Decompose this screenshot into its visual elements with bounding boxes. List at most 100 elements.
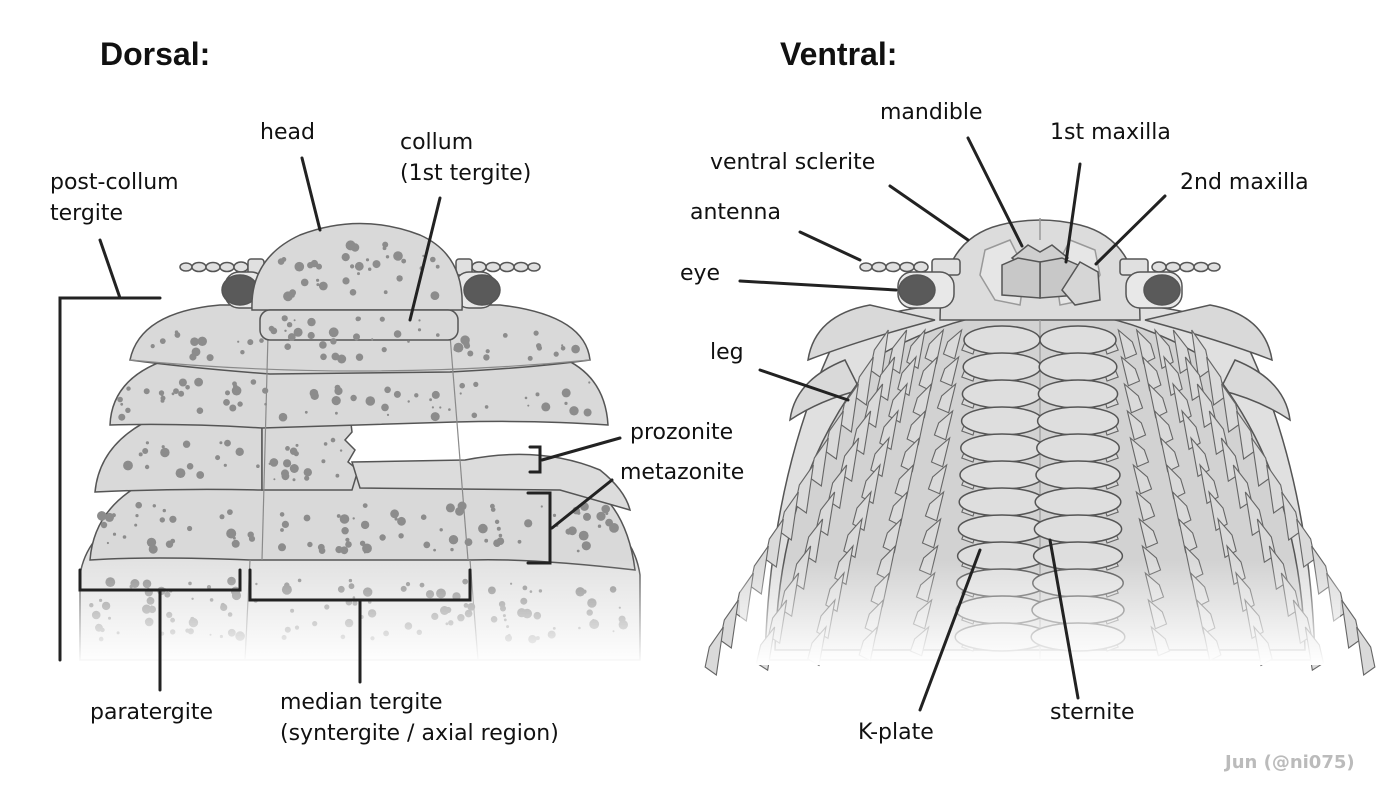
k-plate [1037, 379, 1119, 409]
label-median-tergite-sub: (syntergite / axial region) [280, 721, 559, 746]
speckle [290, 293, 295, 298]
speckle [269, 458, 279, 467]
leg-segment [1154, 328, 1174, 370]
speckle [281, 472, 290, 481]
speckle [170, 538, 176, 544]
speckle [561, 388, 571, 398]
speckle [386, 413, 390, 416]
speckle [135, 501, 142, 509]
leg-segment [1341, 599, 1361, 649]
bracket-post-collum [58, 296, 162, 662]
k-plate [957, 514, 1047, 544]
speckle [247, 531, 254, 538]
speckle [331, 396, 341, 406]
speckle [126, 386, 131, 391]
leg-segment [942, 328, 963, 360]
speckle [502, 333, 508, 338]
speckle [186, 463, 194, 470]
speckle [277, 258, 285, 265]
speckle [371, 338, 374, 341]
speckle [381, 347, 387, 353]
speckle [185, 385, 190, 390]
speckle [285, 446, 290, 451]
speckle [100, 521, 108, 529]
speckle [293, 327, 303, 337]
leg-segment [1147, 382, 1168, 419]
speckle [295, 443, 299, 447]
speckle [138, 452, 143, 457]
k-plate [1036, 406, 1120, 436]
speckle [270, 327, 278, 335]
speckle [429, 398, 432, 402]
ventral-paratergite-right-2 [1218, 359, 1291, 422]
speckle [407, 340, 410, 343]
speckle [560, 346, 566, 351]
speckle [206, 354, 214, 362]
k-plate [960, 433, 1044, 463]
label-post-collum: post-collum [50, 170, 179, 195]
speckle [430, 412, 440, 422]
speckle [231, 385, 242, 396]
speckle [422, 254, 425, 257]
speckle [596, 511, 606, 521]
speckle [196, 471, 205, 479]
speckle [368, 267, 372, 271]
speckle [330, 338, 337, 345]
speckle [484, 538, 489, 543]
speckle [350, 243, 360, 252]
speckle [331, 352, 340, 361]
speckle [118, 413, 126, 421]
speckle [284, 329, 287, 332]
speckle [379, 316, 385, 322]
speckle [362, 543, 372, 554]
label-head: head [260, 120, 315, 145]
speckle [336, 514, 341, 518]
speckle [160, 447, 170, 458]
speckle [310, 391, 319, 400]
speckle [304, 475, 310, 481]
speckle [463, 342, 471, 349]
speckle [337, 354, 347, 364]
speckle [396, 275, 403, 282]
leg-segment [1177, 517, 1198, 554]
speckle [178, 390, 185, 397]
speckle [223, 463, 227, 467]
speckle [339, 514, 350, 524]
leader-k-plate [918, 548, 982, 712]
speckle [355, 316, 361, 322]
leg-segment [1135, 490, 1156, 522]
speckle [450, 547, 454, 552]
k-plate [1039, 325, 1117, 355]
speckle [335, 546, 343, 554]
label-k-plate: K-plate [858, 720, 934, 745]
leg-segment [897, 355, 917, 397]
speckle [321, 459, 326, 464]
speckle [97, 511, 107, 521]
speckle [524, 519, 533, 528]
speckle [439, 528, 443, 532]
speckle [328, 327, 339, 338]
speckle [393, 390, 401, 398]
speckle [379, 534, 386, 541]
leg-segment [1171, 490, 1192, 527]
speckle [105, 512, 114, 522]
speckle [262, 387, 269, 394]
speckle [341, 527, 349, 535]
speckle [237, 401, 243, 407]
leader-post-collum [98, 238, 122, 300]
k-plate [959, 460, 1045, 490]
speckle [273, 478, 276, 481]
speckle [362, 503, 368, 508]
leader-prozonite [540, 436, 622, 462]
speckle [159, 338, 166, 344]
speckle [280, 528, 284, 532]
speckle [187, 525, 193, 532]
ventral-paratergite-right [1144, 304, 1273, 362]
speckle [279, 512, 285, 517]
speckle [430, 256, 436, 263]
speckle [574, 348, 578, 352]
label-second-maxilla: 2nd maxilla [1180, 170, 1309, 195]
speckle [112, 532, 117, 536]
speckle [485, 349, 490, 354]
